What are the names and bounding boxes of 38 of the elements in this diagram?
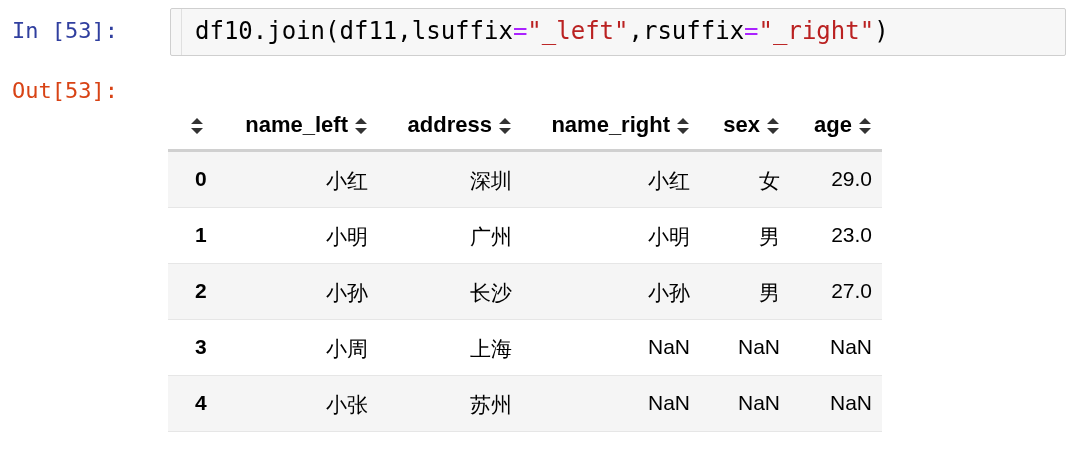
- row-index: 0: [195, 167, 207, 191]
- table-value: 女: [759, 168, 780, 194]
- table-value: 上海: [470, 336, 512, 362]
- table-value: 深圳: [470, 168, 512, 194]
- table-value: 苏州: [470, 392, 512, 418]
- table-value: 小孙: [648, 280, 690, 306]
- column-header: name_right: [551, 112, 670, 138]
- input-prompt: In [53]:: [12, 18, 118, 43]
- table-value: NaN: [648, 391, 690, 415]
- column-header: sex: [723, 112, 760, 138]
- column-header: age: [814, 112, 852, 138]
- table-value: 小孙: [326, 280, 368, 306]
- row-index: 1: [195, 223, 207, 247]
- table-value: NaN: [648, 335, 690, 359]
- table-value: 男: [759, 224, 780, 250]
- table-value: 27.0: [831, 279, 872, 303]
- table-value: 小张: [326, 392, 368, 418]
- table-value: 小明: [648, 224, 690, 250]
- column-header: name_left: [245, 112, 348, 138]
- table-value: NaN: [830, 335, 872, 359]
- table-value: 广州: [470, 224, 512, 250]
- table-value: 29.0: [831, 167, 872, 191]
- output-prompt: Out[53]:: [12, 78, 118, 103]
- table-value: 男: [759, 280, 780, 306]
- table-value: 小周: [326, 336, 368, 362]
- table-value: 23.0: [831, 223, 872, 247]
- code-line: df10.join(df11,lsuffix="_left",rsuffix="_right"): [195, 17, 889, 45]
- table-value: 小明: [326, 224, 368, 250]
- table-value: NaN: [830, 391, 872, 415]
- table-value: NaN: [738, 391, 780, 415]
- table-value: 小红: [326, 168, 368, 194]
- table-value: NaN: [738, 335, 780, 359]
- row-index: 2: [195, 279, 207, 303]
- column-header: address: [407, 112, 492, 138]
- table-value: 小红: [648, 168, 690, 194]
- row-index: 3: [195, 335, 207, 359]
- table-value: 长沙: [470, 280, 512, 306]
- row-index: 4: [195, 391, 207, 415]
